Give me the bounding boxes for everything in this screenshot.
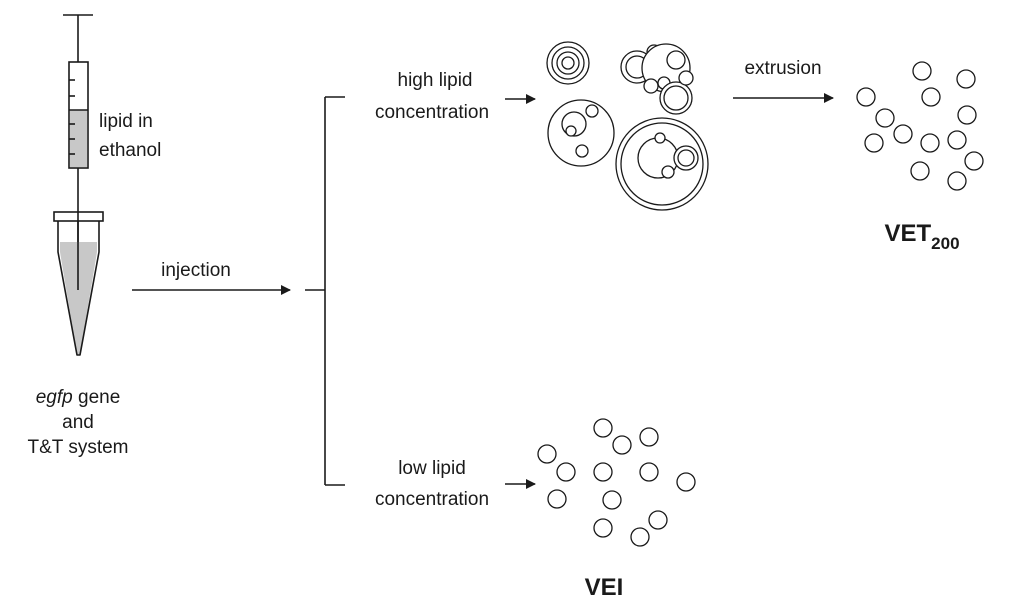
reaction-tube [53, 211, 104, 356]
tube-liquid [60, 242, 97, 355]
syringe-label-line2: ethanol [99, 140, 161, 161]
vet200-vesicles [856, 61, 984, 191]
vesicle-group-3 [547, 99, 615, 167]
branch-bracket [305, 96, 345, 486]
tube-label-gene-word: gene [73, 387, 121, 408]
tube-label-line2: and [62, 412, 94, 433]
vei-vesicles [537, 418, 696, 547]
vet200-label-main: VET [884, 220, 931, 247]
extrusion-label: extrusion [744, 58, 821, 79]
vesicle-group-1 [546, 41, 590, 85]
high-lipid-label-line2: concentration [375, 102, 489, 123]
vesicle-group-2 [620, 43, 694, 115]
vet200-label-subscript: 200 [931, 234, 959, 253]
low-lipid-label-line1: low lipid [398, 458, 466, 479]
high-lipid-label-line1: high lipid [398, 70, 473, 91]
syringe-label-line1: lipid in [99, 111, 153, 132]
injection-label: injection [161, 260, 231, 281]
multilamellar-vesicles [546, 41, 709, 211]
low-lipid-label-line2: concentration [375, 489, 489, 510]
tube-label-line1: egfp gene [36, 387, 121, 408]
vet200-label: VET200 [884, 220, 959, 253]
vesicle-group-4 [615, 117, 709, 211]
tube-label-line3: T&T system [28, 437, 129, 458]
syringe-graduations [69, 79, 75, 155]
tube-body [57, 220, 100, 356]
tube-label-gene-name: egfp [36, 387, 73, 408]
vei-label: VEI [585, 574, 624, 601]
